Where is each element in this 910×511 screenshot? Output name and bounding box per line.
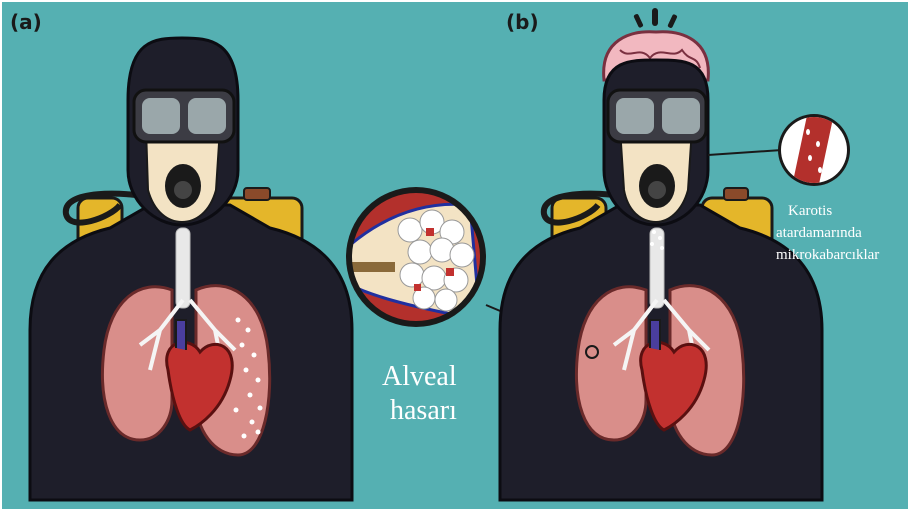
diver-a <box>30 38 352 500</box>
mask-lens-right <box>188 98 226 134</box>
alveolar-label-line1: Alveal <box>382 360 457 394</box>
panel-label-a: (a) <box>10 10 42 34</box>
alert-marks <box>633 8 677 29</box>
carotid-label-line2: atardamarında <box>776 222 879 244</box>
trachea <box>650 228 664 308</box>
carotid-label-line3: mikrokabarcıklar <box>776 244 879 266</box>
lung-damage-marker <box>586 346 598 358</box>
alveolar-label-line2: hasarı <box>382 394 457 428</box>
carotid-bubbles-label: Karotis atardamarında mikrokabarcıklar <box>776 200 879 266</box>
carotid-label-line1: Karotis <box>776 200 879 222</box>
mask-lens-left <box>142 98 180 134</box>
alveolar-damage-label: Alveal hasarı <box>382 360 457 428</box>
trachea <box>176 228 190 308</box>
carotid-pointer-line <box>708 150 782 155</box>
carotid-inset <box>778 108 850 192</box>
diver-b <box>500 8 822 500</box>
panel-label-b: (b) <box>506 10 539 34</box>
tank-valve <box>244 188 270 200</box>
